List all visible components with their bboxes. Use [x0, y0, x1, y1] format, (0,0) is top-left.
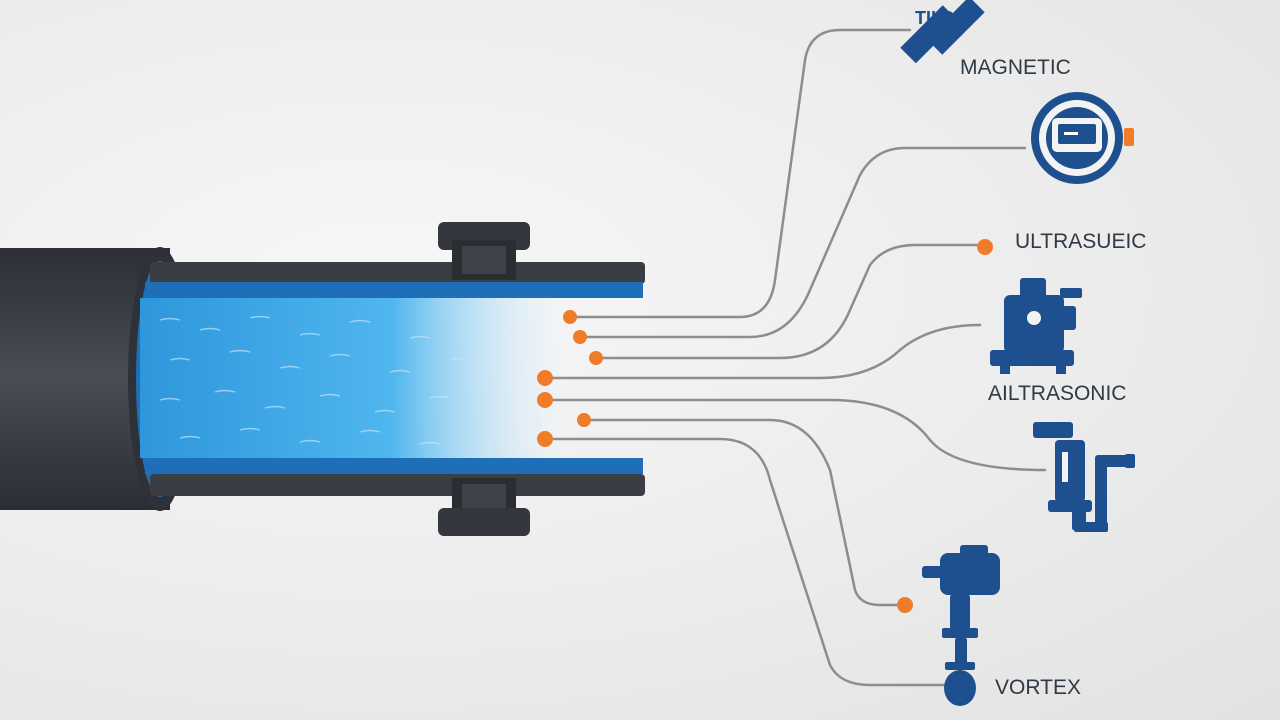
line-clamp-on [578, 146, 1027, 339]
vortex-meter-icon [922, 545, 1000, 706]
label-vortex: VORTEX [995, 676, 1081, 699]
pipe-cross-section [0, 222, 645, 536]
bottom-flange [438, 478, 530, 536]
line-vortex [543, 437, 952, 687]
dot-5 [537, 392, 553, 408]
dot-6 [577, 413, 591, 427]
water-ripples [159, 315, 471, 445]
magnetic-flowmeter-icon: TIIIC [900, 0, 985, 64]
dot-lower-end [897, 597, 913, 613]
dot-2 [573, 330, 587, 344]
line-ultrasonic-meter [543, 323, 982, 380]
connection-dots [537, 239, 993, 613]
dot-1 [563, 310, 577, 324]
pipe-top-wall [150, 262, 645, 284]
label-ailtrasonic: AILTRASONIC [988, 382, 1126, 405]
label-magnetic: MAGNETIC [960, 56, 1071, 79]
line-ailtrasonic [543, 398, 1047, 472]
dot-ultrasonic-end [977, 239, 993, 255]
pipe-bottom-blue-liner [145, 458, 643, 474]
dot-3 [589, 351, 603, 365]
line-right-low [582, 418, 907, 607]
water-flow [140, 298, 560, 458]
dot-7 [537, 431, 553, 447]
pipe-bottom-wall [150, 474, 645, 496]
connector-lines [543, 28, 1047, 687]
dot-4 [537, 370, 553, 386]
top-flange [438, 222, 530, 280]
line-ultrasonic-top [594, 243, 987, 360]
ultrasonic-meter-icon [990, 278, 1082, 374]
pipe-top-blue-liner [145, 282, 643, 298]
line-magnetic [568, 28, 912, 319]
magnetic-icon-text: TIIIC [915, 8, 954, 28]
label-ultrasonic-top: ULTRASUEIC [1015, 230, 1146, 253]
clamp-on-meter-icon [1031, 92, 1134, 184]
transmitter-meter-icon [1033, 422, 1135, 532]
